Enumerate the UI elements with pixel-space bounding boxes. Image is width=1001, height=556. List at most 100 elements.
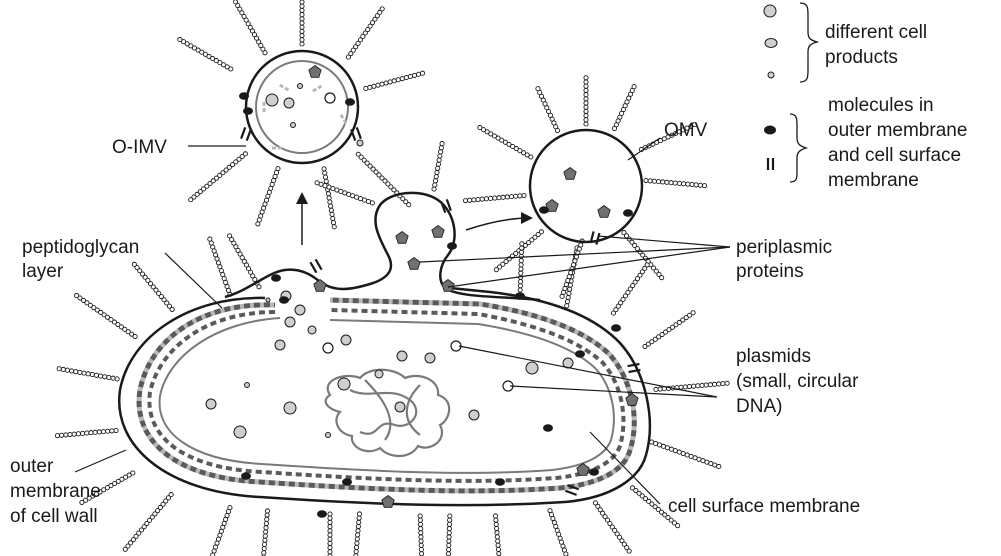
fimbria-chain <box>492 513 502 556</box>
cell-product-granule <box>290 122 296 128</box>
label-plasmids-1: plasmids <box>736 346 811 367</box>
membrane-molecule-double-bar <box>350 126 362 142</box>
periplasmic-protein <box>395 231 409 244</box>
cell-product-granule <box>394 401 406 413</box>
fimbria-chain <box>353 511 363 556</box>
fimbria-chain <box>131 261 175 312</box>
periplasmic-protein <box>308 65 322 78</box>
membrane-molecule-oval <box>241 472 251 480</box>
membrane-molecule-oval <box>543 424 553 432</box>
fimbria-chain <box>227 233 262 290</box>
periplasmic-protein <box>407 257 421 270</box>
cell-product-granule <box>340 334 352 346</box>
fimbria-chain <box>233 0 268 56</box>
cell-surface-membrane <box>158 317 615 474</box>
cell-product-granule <box>374 369 384 379</box>
periplasmic-protein <box>576 463 590 476</box>
membrane-molecule-oval <box>243 107 253 115</box>
legend-granule-large-icon <box>763 4 777 18</box>
cell-product-granule <box>525 361 539 375</box>
membrane-molecule-oval <box>611 324 621 332</box>
cell-product-granule <box>265 93 279 107</box>
fimbria-chain <box>345 6 385 60</box>
legend-molecules-1: molecules in <box>828 95 934 116</box>
fimbria-chain <box>592 500 632 554</box>
membrane-molecule-oval <box>623 209 633 217</box>
membrane-molecule-double-bar <box>240 126 252 142</box>
legend-molecule-oval-icon <box>764 125 776 135</box>
label-peptidoglycan-1: peptidoglycan <box>22 237 139 258</box>
fimbria-chain <box>583 75 589 127</box>
cell-product-granule <box>468 409 480 421</box>
cell-product-granule <box>307 325 317 335</box>
fimbria-chain <box>653 380 730 393</box>
fimbria-chain <box>210 505 233 556</box>
cell-contents <box>205 65 641 518</box>
label-omv: OMV <box>664 120 708 141</box>
legend-molecules-4: membrane <box>828 170 919 191</box>
fimbria-chain <box>177 37 234 72</box>
cell-product-granule <box>284 316 296 328</box>
fimbria-chain <box>122 492 174 552</box>
membrane-molecule-oval <box>589 468 599 476</box>
peptidoglycan-layer-dark-2 <box>147 308 626 483</box>
label-plasmids-2: (small, circular <box>736 371 859 392</box>
membrane-molecule-double-bar <box>440 198 452 214</box>
membrane-molecule-oval <box>539 206 549 214</box>
fimbria-chain <box>462 192 527 204</box>
legend-molecules-3: and cell surface <box>828 145 961 166</box>
membrane-molecule-oval <box>515 292 525 300</box>
plasmid <box>322 342 334 354</box>
fimbria-chain <box>363 70 426 91</box>
periplasmic-protein <box>563 167 577 180</box>
periplasmic-protein <box>381 495 395 508</box>
fimbria-chain <box>611 84 637 132</box>
legend-brace-products <box>799 2 820 83</box>
fimbria-chain <box>188 151 248 203</box>
legend-brace-molecules <box>789 113 809 183</box>
nucleoid-dna <box>324 368 451 458</box>
legend-granule-small-icon <box>767 71 775 79</box>
fimbria-chain <box>79 470 136 505</box>
legend-molecules-2: outer membrane <box>828 120 967 141</box>
label-peptidoglycan-2: layer <box>22 261 64 282</box>
outer-membrane <box>117 286 652 507</box>
plasmid <box>324 92 336 104</box>
omv-bud-membrane <box>224 191 541 302</box>
fimbria-chain <box>299 0 305 47</box>
cell-product-granule <box>294 304 306 316</box>
legend-molecule-double-bar-icon <box>766 158 775 170</box>
label-outer-1: outer <box>10 456 54 477</box>
fimbria-chain <box>643 177 708 189</box>
cell-product-granule <box>356 139 364 147</box>
fimbria-chain <box>355 151 412 208</box>
membrane-molecule-oval <box>495 478 505 486</box>
periplasmic-protein <box>545 199 559 212</box>
cell-product-granule <box>297 83 303 89</box>
fimbria-chain <box>431 141 445 192</box>
membrane-molecule-oval <box>342 478 352 486</box>
cell-product-granule <box>274 339 286 351</box>
peptidoglycan-layer-light <box>136 297 637 494</box>
membrane-molecule-double-bar <box>589 231 601 245</box>
cell-product-granule <box>337 377 351 391</box>
fimbria-chain <box>56 366 120 382</box>
label-plasmids-3: DNA) <box>736 396 782 417</box>
fimbria-chain <box>321 166 337 230</box>
cell-product-granule <box>424 352 436 364</box>
legend-granule-medium-icon <box>764 38 778 48</box>
cell-product-granule <box>233 425 247 439</box>
cell-product-granule <box>325 432 331 438</box>
label-outer-2: membrane <box>10 481 101 502</box>
membrane-molecule-oval <box>279 296 289 304</box>
fimbria-chain <box>610 262 650 316</box>
legend-products-2: products <box>825 47 898 68</box>
label-periplasmic-1: periplasmic <box>736 237 832 258</box>
membrane-fragment <box>312 83 324 93</box>
fimbria-chain <box>493 229 544 273</box>
legend-products-1: different cell <box>825 22 927 43</box>
label-periplasmic-2: proteins <box>736 261 804 282</box>
fimbria-chain <box>642 310 696 350</box>
